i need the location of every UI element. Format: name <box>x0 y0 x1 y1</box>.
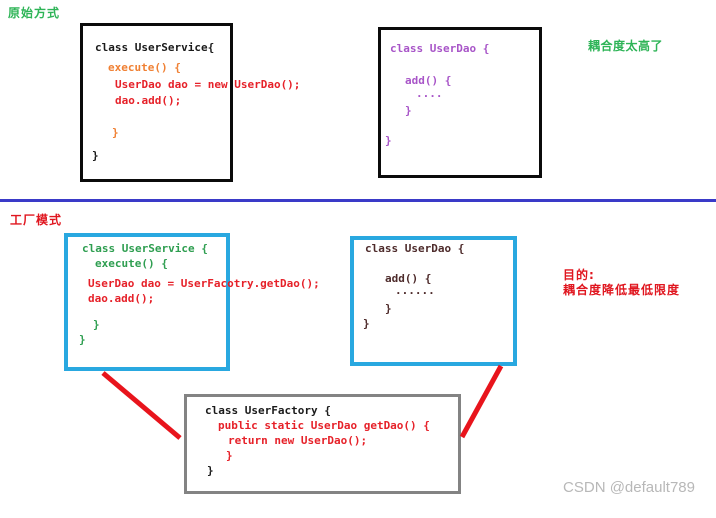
code-line: class UserService { <box>82 242 208 255</box>
code-line: execute() { <box>95 257 168 270</box>
code-line: class UserFactory { <box>205 404 331 417</box>
code-line: .... <box>416 87 443 100</box>
original-way-label: 原始方式 <box>8 6 61 20</box>
user-service-factory-box: class UserService { execute() { UserDao … <box>64 233 320 371</box>
code-line: UserDao dao = new UserDao(); <box>115 78 301 91</box>
code-line: add() { <box>385 272 432 285</box>
code-line: execute() { <box>108 61 181 74</box>
code-line: } <box>92 149 99 162</box>
purpose-title: 目的: <box>563 268 595 282</box>
code-line: dao.add(); <box>115 94 182 107</box>
purpose-text: 耦合度降低最低限度 <box>563 283 681 297</box>
code-line: } <box>385 302 392 315</box>
purpose-note: 目的: 耦合度降低最低限度 <box>563 268 680 298</box>
user-dao-original-box: class UserDao { add() { .... } } <box>378 27 542 178</box>
code-line: } <box>112 126 119 139</box>
code-line: class UserDao { <box>390 42 490 55</box>
coupling-too-high-label: 耦合度太高了 <box>588 39 664 53</box>
csdn-watermark: CSDN @default789 <box>563 479 695 496</box>
code-line: class UserDao { <box>365 242 465 255</box>
code-line: } <box>93 318 100 331</box>
code-line: } <box>79 333 86 346</box>
code-line: UserDao dao = UserFacotry.getDao(); <box>88 277 320 290</box>
code-line: public static UserDao getDao() { <box>218 419 430 432</box>
code-line: } <box>226 449 233 462</box>
user-dao-factory-box: class UserDao { add() { ...... } } <box>350 236 517 366</box>
user-service-original-box: class UserService{ execute() { UserDao d… <box>80 23 300 182</box>
code-line: } <box>405 104 412 117</box>
code-line: dao.add(); <box>88 292 155 305</box>
code-line: add() { <box>405 74 452 87</box>
code-line: return new UserDao(); <box>228 434 368 447</box>
section-divider <box>0 199 716 202</box>
factory-mode-label: 工厂模式 <box>10 213 63 227</box>
connector-userdao-to-factory <box>459 364 504 439</box>
user-factory-box: class UserFactory { public static UserDa… <box>184 394 461 494</box>
code-line: ...... <box>395 284 435 297</box>
code-line: } <box>207 464 214 477</box>
code-line: class UserService{ <box>95 41 215 54</box>
connector-userservice-to-factory <box>101 371 182 440</box>
code-line: } <box>363 317 370 330</box>
code-line: } <box>385 134 392 147</box>
